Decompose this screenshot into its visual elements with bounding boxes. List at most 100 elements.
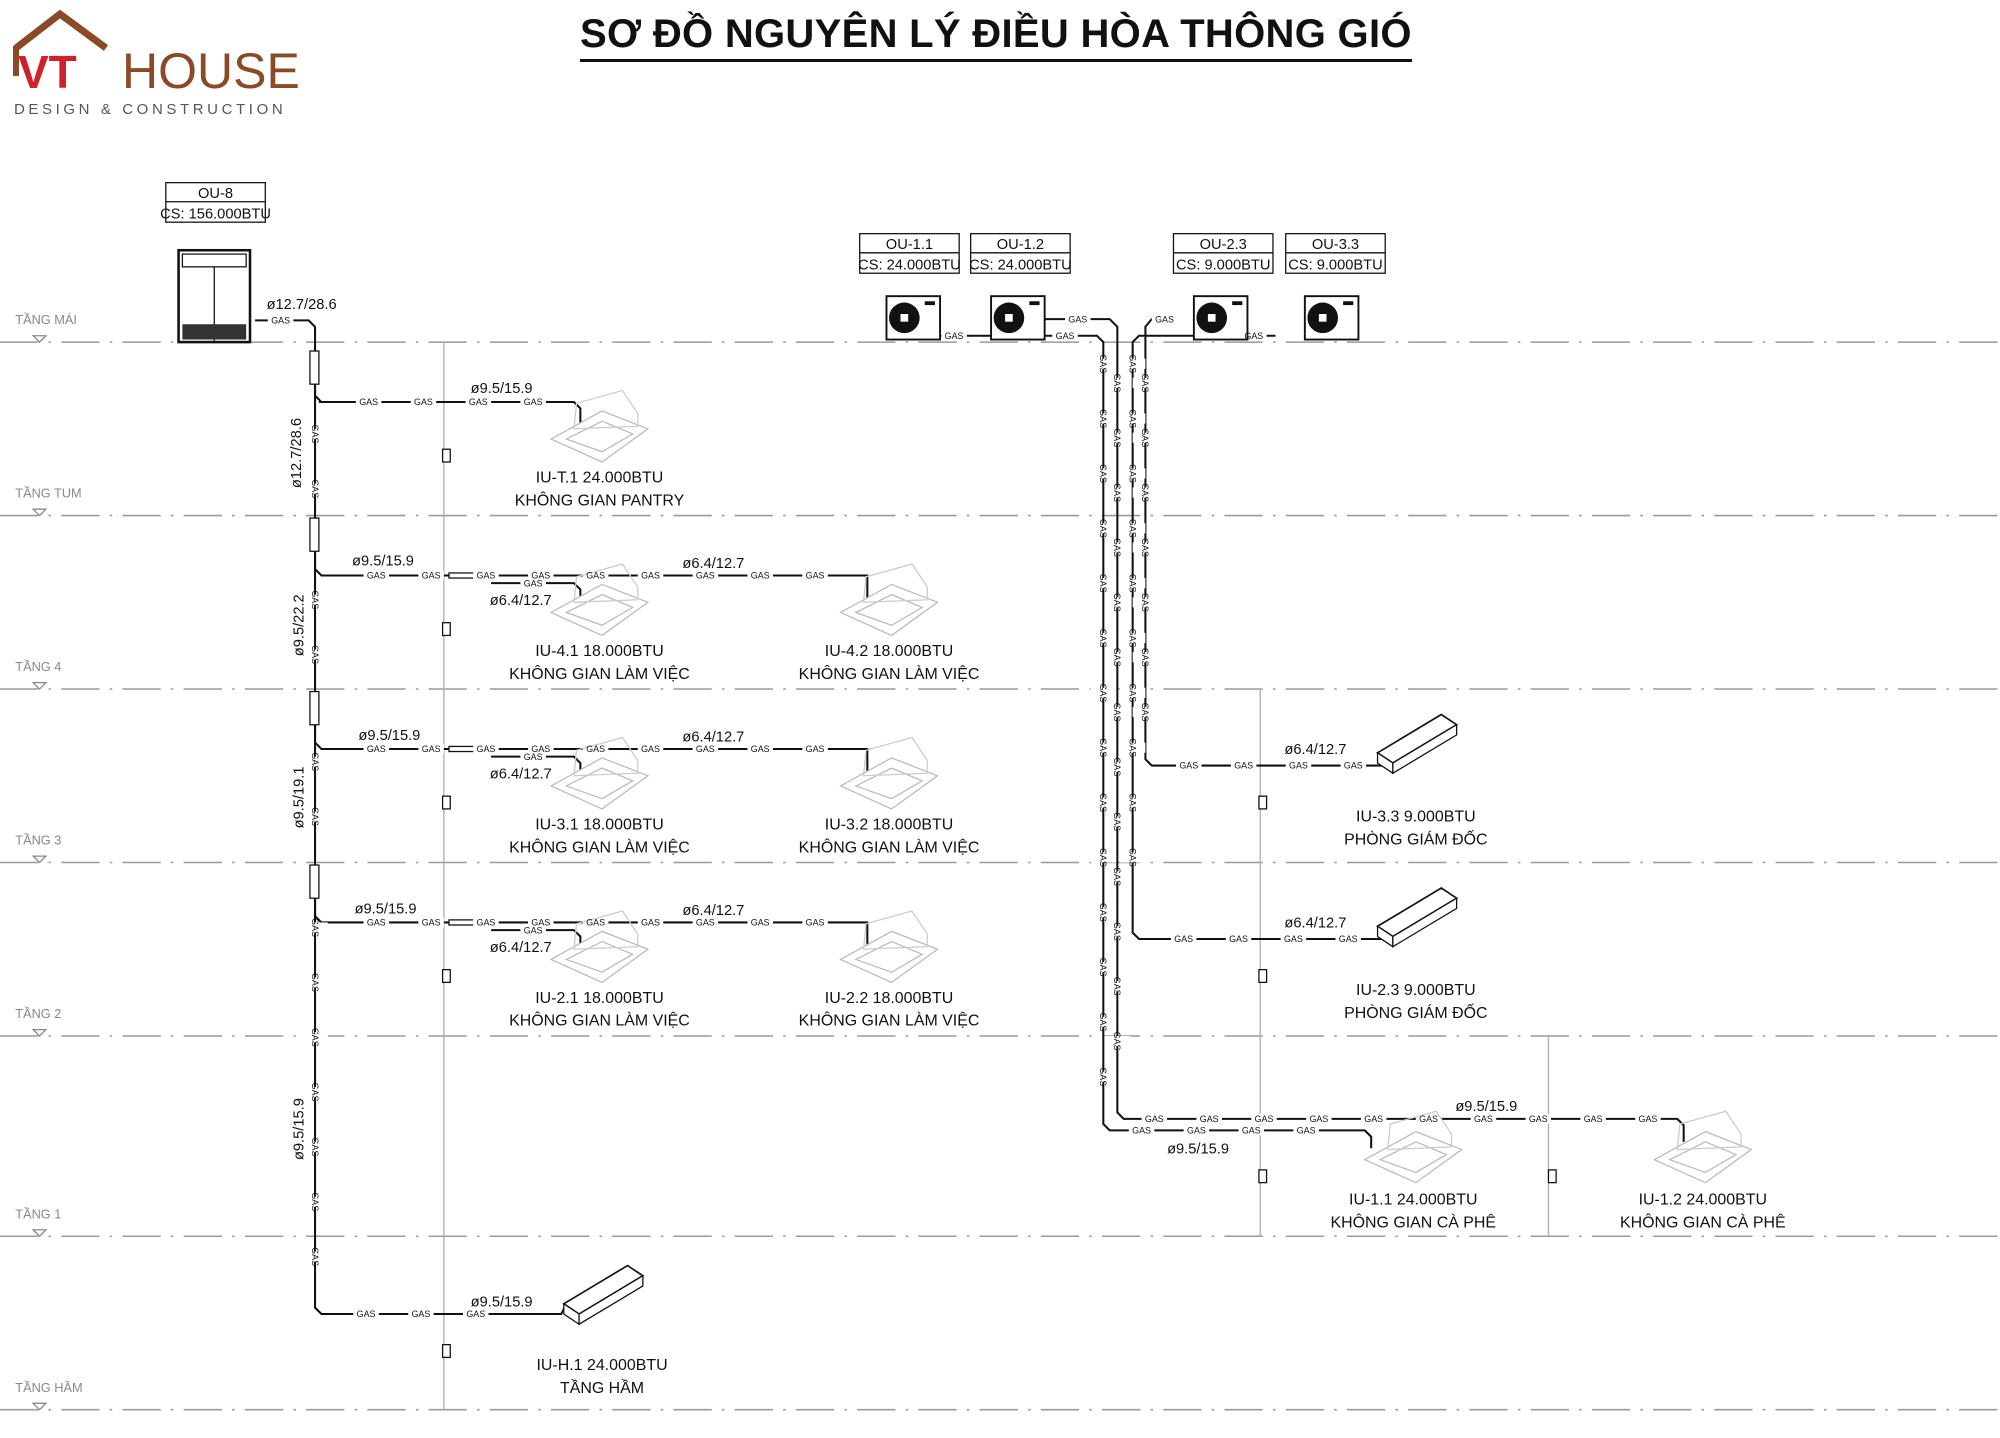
gas-pipe-label: GAS xyxy=(1155,314,1174,324)
split-outdoor-unit-icon xyxy=(990,295,1046,341)
gas-pipe-label: GAS xyxy=(696,744,715,754)
gas-pipe-label: GAS xyxy=(524,752,543,762)
pipe-size-label: ø9.5/15.9 xyxy=(471,381,533,397)
level-marker-icon xyxy=(31,1402,48,1411)
refrigerant-pipe xyxy=(1144,318,1391,767)
pipe-size-label: ø12.7/28.6 xyxy=(289,418,305,488)
indoor-unit-name: IU-3.3 9.000BTU xyxy=(1356,809,1476,826)
vrv-outdoor-unit-icon xyxy=(177,248,252,344)
gas-pipe-label: GAS xyxy=(586,918,605,928)
label-bg xyxy=(747,917,773,928)
drain-box-icon xyxy=(1258,795,1268,810)
outdoor-unit-name: OU-1.1 xyxy=(886,237,933,253)
refrigerant-pipe xyxy=(1043,318,1685,1142)
indoor-unit-name: IU-1.1 24.000BTU xyxy=(1349,1191,1477,1208)
gas-pipe-label: GAS xyxy=(422,918,441,928)
label-bg xyxy=(302,594,328,605)
label-bg xyxy=(473,570,499,581)
label-bg xyxy=(520,924,546,936)
label-bg xyxy=(302,1141,328,1153)
drain-box-icon xyxy=(1258,968,1268,984)
logo-vt: VT xyxy=(18,46,77,98)
label-bg xyxy=(302,649,328,660)
gas-pipe-label: GAS xyxy=(1112,812,1122,831)
gas-pipe-label: GAS xyxy=(751,744,770,754)
branch-joint-icon xyxy=(309,350,320,385)
label-bg xyxy=(418,917,444,928)
label-bg xyxy=(1119,687,1146,698)
pipe-size-label: ø12.7/28.6 xyxy=(267,297,337,313)
label-bg xyxy=(1415,1113,1442,1124)
label-bg xyxy=(1065,314,1091,325)
label-bg xyxy=(1230,760,1257,771)
gas-pipe-label: GAS xyxy=(310,807,320,826)
gas-pipe-label: GAS xyxy=(1529,1114,1548,1124)
gas-pipe-label: GAS xyxy=(1112,1032,1122,1051)
pipe-size-label: ø9.5/15.9 xyxy=(471,1294,533,1310)
label-bg xyxy=(1119,578,1146,589)
label-bg xyxy=(1360,1113,1387,1124)
label-bg xyxy=(473,917,499,928)
label-bg xyxy=(637,570,664,581)
gas-pipe-label: GAS xyxy=(1127,683,1137,702)
gas-pipe-label: GAS xyxy=(1056,331,1075,341)
label-bg xyxy=(802,570,828,581)
drain-box-icon xyxy=(441,1344,451,1359)
gas-pipe-label: GAS xyxy=(310,1083,320,1102)
indoor-unit-room: KHÔNG GIAN LÀM VIỆC xyxy=(799,1011,980,1030)
gas-pipe-label: GAS xyxy=(477,571,496,581)
label-bg xyxy=(302,483,328,494)
label-bg xyxy=(1151,314,1178,325)
logo-roof-icon xyxy=(13,9,109,51)
gas-pipe-label: GAS xyxy=(310,752,320,771)
gas-pipe-label: GAS xyxy=(1112,757,1122,776)
gas-pipe-label: GAS xyxy=(1255,1114,1274,1124)
pipe-size-label: ø6.4/12.7 xyxy=(490,593,552,609)
gas-pipe-label: GAS xyxy=(1474,1114,1493,1124)
gas-pipe-label: GAS xyxy=(310,645,320,664)
label-bg xyxy=(1104,871,1131,882)
indoor-unit-name: IU-4.2 18.000BTU xyxy=(825,643,953,660)
level-marker-icon xyxy=(31,335,48,343)
label-bg xyxy=(302,756,328,767)
gas-pipe-label: GAS xyxy=(641,918,660,928)
label-bg xyxy=(1132,487,1159,498)
pipe-size-label: ø9.5/19.1 xyxy=(292,766,308,828)
gas-pipe-label: GAS xyxy=(1200,1114,1219,1124)
branch-joint-icon xyxy=(309,864,320,899)
gas-pipe-label: GAS xyxy=(1098,683,1108,702)
refrigerant-pipe xyxy=(314,723,460,750)
floor-label: TẦNG TUM xyxy=(15,486,81,501)
indoor-unit-room: KHÔNG GIAN PANTRY xyxy=(515,490,685,509)
gas-pipe-label: GAS xyxy=(1112,922,1122,941)
outdoor-unit-capacity: CS: 9.000BTU xyxy=(1288,257,1382,273)
label-bg xyxy=(520,751,546,762)
outdoor-unit-name: OU-1.2 xyxy=(997,237,1044,253)
gas-pipe-label: GAS xyxy=(310,918,320,937)
label-bg xyxy=(1090,907,1117,918)
pipe-size-label: ø9.5/15.9 xyxy=(292,1098,308,1160)
gas-pipe-label: GAS xyxy=(641,571,660,581)
pipe-size-label: ø6.4/12.7 xyxy=(1284,916,1346,932)
label-bg xyxy=(1225,933,1252,945)
label-bg xyxy=(1104,706,1131,718)
level-marker-icon xyxy=(31,1028,48,1037)
gas-pipe-label: GAS xyxy=(1127,629,1137,648)
floor-label: TẦNG 4 xyxy=(15,659,61,674)
gas-pipe-label: GAS xyxy=(1639,1114,1658,1124)
gas-pipe-label: GAS xyxy=(1098,464,1108,483)
gas-pipe-label: GAS xyxy=(414,397,433,407)
gas-pipe-label: GAS xyxy=(1127,848,1137,867)
gas-pipe-label: GAS xyxy=(1098,519,1108,538)
ducted-indoor-unit-icon xyxy=(1376,887,1459,948)
gas-pipe-label: GAS xyxy=(1098,1013,1108,1032)
drain-box-icon xyxy=(441,968,451,984)
gas-pipe-label: GAS xyxy=(1344,761,1363,771)
label-bg xyxy=(1090,1071,1117,1082)
label-bg xyxy=(418,743,444,755)
drain-box-icon xyxy=(1258,1169,1268,1184)
label-bg xyxy=(1090,961,1117,973)
gas-pipe-label: GAS xyxy=(1127,738,1137,757)
